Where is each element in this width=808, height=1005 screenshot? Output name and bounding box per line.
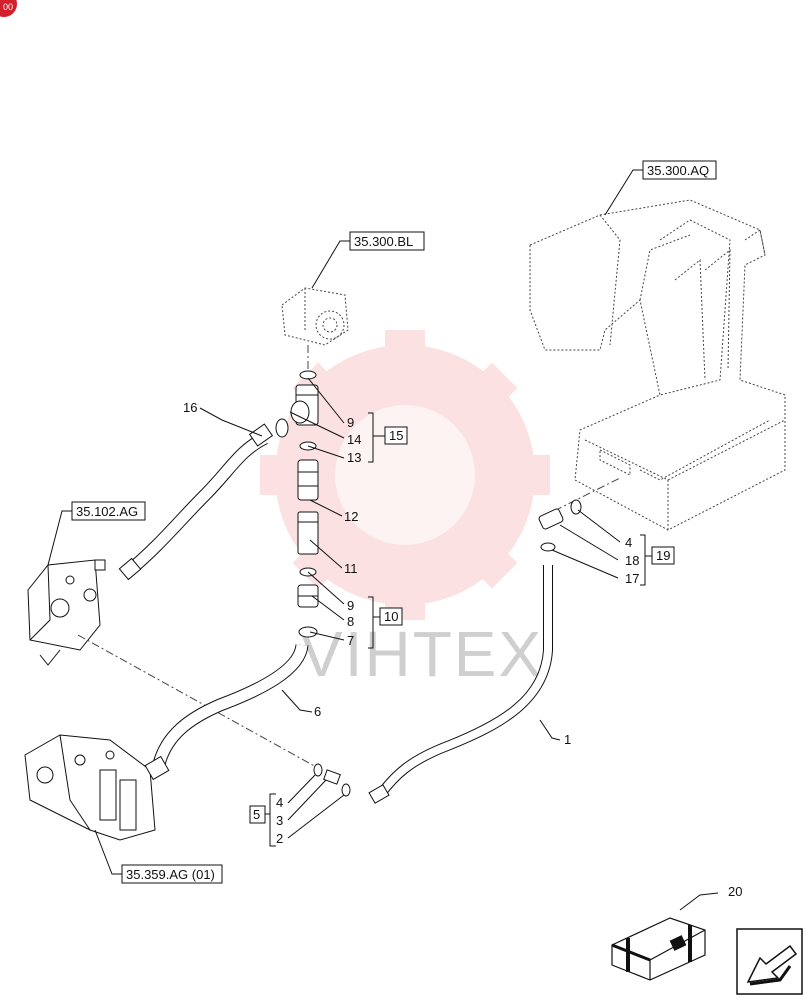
callout-8: 8 [347, 614, 354, 629]
svg-text:5: 5 [253, 807, 260, 822]
callout-9: 9 [347, 415, 354, 430]
crate-icon [611, 917, 706, 981]
callout-6: 6 [314, 704, 321, 719]
callout-16: 16 [183, 400, 197, 415]
assembly-centerline [77, 634, 319, 769]
callout-9b: 9 [347, 598, 354, 613]
kit-box-19[interactable]: 19 [651, 546, 675, 565]
hose-1 [368, 565, 553, 804]
callout-leaders [199, 377, 719, 911]
watermark-text: VIHTEX [300, 618, 543, 690]
svg-text:00: 00 [3, 2, 13, 12]
callout-4-right: 4 [625, 535, 632, 550]
callout-13: 13 [347, 450, 361, 465]
bottom-fittings [313, 763, 351, 797]
hose-6 [144, 643, 309, 781]
kit-box-10[interactable]: 10 [379, 607, 403, 626]
svg-text:15: 15 [389, 428, 403, 443]
ref-box-35-300-bl[interactable]: 35.300.BL [349, 231, 425, 251]
ref-leader-102 [47, 510, 72, 566]
ref-box-35-102-ag[interactable]: 35.102.AG [71, 501, 146, 521]
hose-16 [118, 423, 274, 581]
solenoid-valve [281, 287, 349, 346]
watermark [260, 330, 550, 620]
assembly-centerline [539, 477, 621, 519]
ref-leader-bl [311, 240, 350, 289]
callout-4: 4 [276, 795, 283, 810]
svg-text:35.102.AG: 35.102.AG [76, 504, 138, 519]
svg-text:35.359.AG (01): 35.359.AG (01) [126, 867, 215, 882]
right-fittings [538, 499, 582, 552]
ref-box-35-359-ag[interactable]: 35.359.AG (01) [121, 864, 223, 884]
callout-14: 14 [347, 432, 361, 447]
ref-box-35-300-aq[interactable]: 35.300.AQ [642, 160, 717, 180]
ref-leader-359 [94, 829, 122, 875]
callout-12: 12 [344, 509, 358, 524]
svg-text:19: 19 [656, 548, 670, 563]
kit-box-5[interactable]: 5 [249, 805, 266, 824]
callout-20: 20 [728, 884, 742, 899]
svg-text:35.300.AQ: 35.300.AQ [647, 163, 709, 178]
machine-frame [529, 199, 786, 531]
callout-2: 2 [276, 831, 283, 846]
valve-bank-359 [24, 734, 156, 841]
corner-badge: 00 [0, 0, 17, 17]
ref-leader-aq [604, 169, 643, 216]
callout-11: 11 [344, 561, 358, 576]
callout-18: 18 [625, 553, 639, 568]
callout-3: 3 [276, 813, 283, 828]
control-valve-102 [27, 559, 106, 666]
callout-17: 17 [625, 571, 639, 586]
callout-1: 1 [564, 732, 571, 747]
kit-box-15[interactable]: 15 [384, 426, 408, 445]
callout-7: 7 [347, 633, 354, 648]
svg-text:35.300.BL: 35.300.BL [354, 234, 413, 249]
svg-text:10: 10 [384, 609, 398, 624]
arrow-navigation-icon[interactable] [736, 928, 803, 995]
kit-brackets [265, 412, 652, 847]
